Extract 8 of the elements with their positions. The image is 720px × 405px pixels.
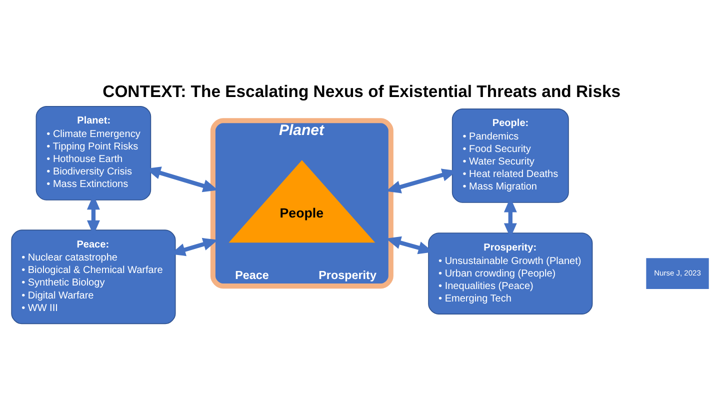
label: Nurse J, 2023 xyxy=(654,268,701,278)
node-label: Peace xyxy=(235,269,269,282)
node-label: Prosperity xyxy=(318,269,376,282)
node-box: Peace: • Nuclear catastrophe • Biological & Chemical Warfare • Synthetic Biology • Digital Warfare • WW III xyxy=(11,230,176,324)
node-box: People: • Pandemics • Food Security • Water Security • Heat related Deaths • Mass Migration xyxy=(452,108,569,203)
node-box: Prosperity: • Unsustainable Growth (Planet) • Urban crowding (People) • Inequalities (Peace) • Emerging Tech xyxy=(428,232,593,314)
diagram-title: CONTEXT: The Escalating Nexus of Existential Threats and Risks xyxy=(102,82,621,102)
node-box: Planet: • Climate Emergency • Tipping Point Risks • Hothouse Earth • Biodiversity Crisis • Mass Extinctions xyxy=(36,106,152,200)
